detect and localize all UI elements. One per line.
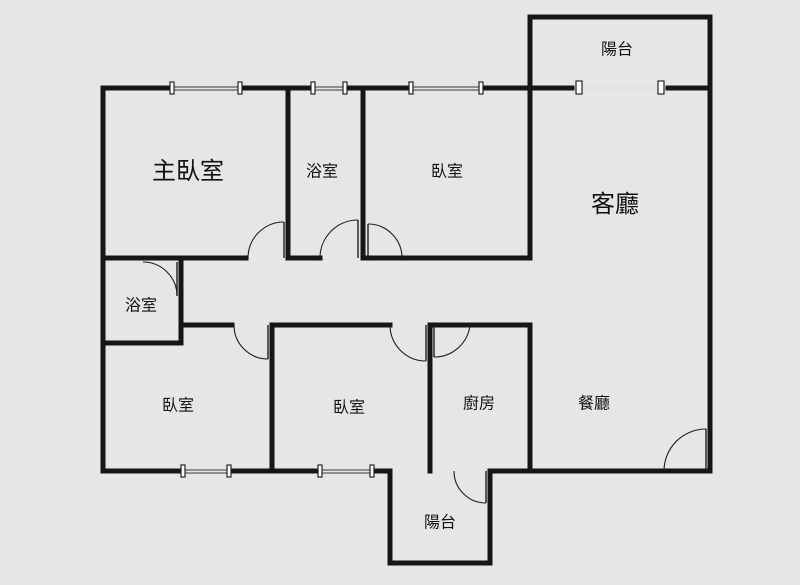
interior-walls — [100, 85, 713, 474]
window — [183, 467, 229, 475]
door — [233, 324, 269, 360]
door — [453, 470, 487, 504]
room-label-balcony-bottom: 陽台 — [424, 513, 456, 532]
room-label-living-room: 客廳 — [591, 190, 639, 218]
window — [411, 84, 481, 92]
window — [313, 84, 345, 92]
door — [319, 219, 359, 259]
door — [389, 324, 427, 362]
door — [367, 223, 403, 259]
room-label-bathroom-1: 浴室 — [306, 162, 338, 181]
doors — [142, 219, 707, 504]
room-label-bathroom-2: 浴室 — [125, 296, 157, 315]
room-labels: 主臥室 浴室 臥室 客廳 陽台 浴室 臥室 臥室 廚房 餐廳 陽台 — [125, 40, 639, 532]
room-label-dining-room: 餐廳 — [578, 394, 610, 413]
room-label-balcony-top: 陽台 — [601, 40, 633, 59]
room-label-kitchen: 廚房 — [463, 394, 495, 413]
door — [142, 261, 178, 297]
window — [320, 467, 372, 475]
room-label-bedroom-2: 臥室 — [162, 396, 194, 415]
door — [663, 428, 707, 472]
room-label-bedroom-3: 臥室 — [333, 398, 365, 417]
door — [433, 324, 471, 358]
exterior-wall — [100, 14, 713, 566]
window — [172, 84, 240, 92]
windows — [169, 80, 665, 478]
room-label-master-bedroom: 主臥室 — [152, 157, 224, 185]
room-label-bedroom-1: 臥室 — [431, 162, 463, 181]
window — [578, 84, 662, 92]
door — [247, 221, 285, 259]
